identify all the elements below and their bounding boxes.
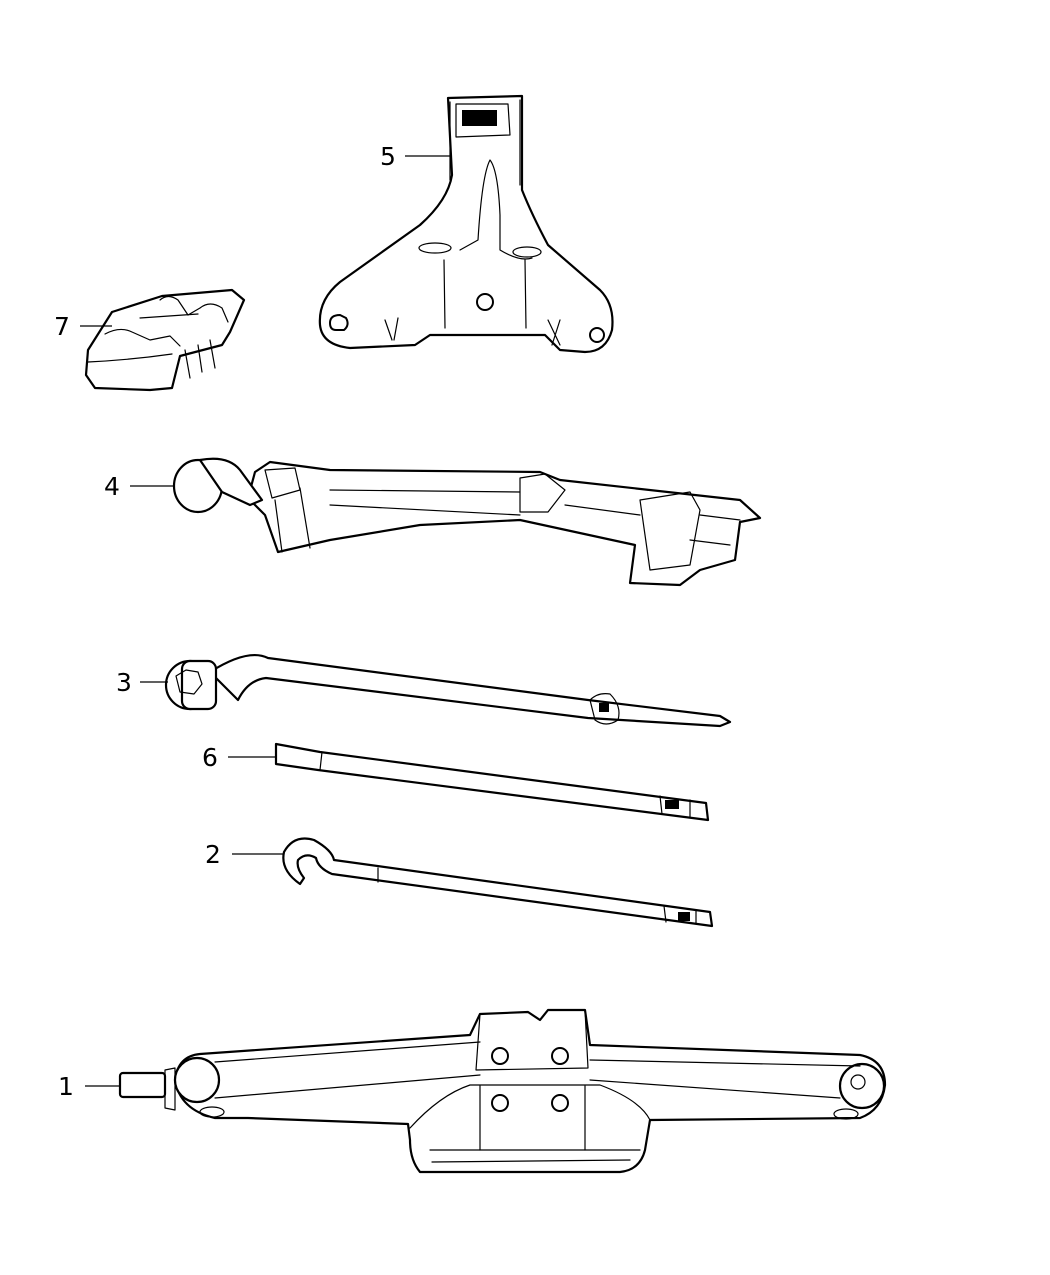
part-6-extension-bar: [274, 742, 710, 822]
part-1-scissor-jack: [118, 1008, 887, 1174]
callout-1: 1: [58, 1072, 74, 1101]
callout-6: 6: [202, 743, 218, 772]
part-4-tool-bag: [172, 457, 762, 587]
part-5-jack-bracket: [318, 94, 614, 354]
part-2-jack-handle: [282, 837, 714, 928]
callout-4: 4: [104, 472, 120, 501]
callout-3: 3: [116, 668, 132, 697]
callout-7: 7: [54, 312, 70, 341]
callout-5: 5: [380, 142, 396, 171]
callout-2: 2: [205, 840, 221, 869]
part-3-lug-wrench: [164, 654, 732, 728]
part-7-jack-block: [84, 288, 246, 392]
